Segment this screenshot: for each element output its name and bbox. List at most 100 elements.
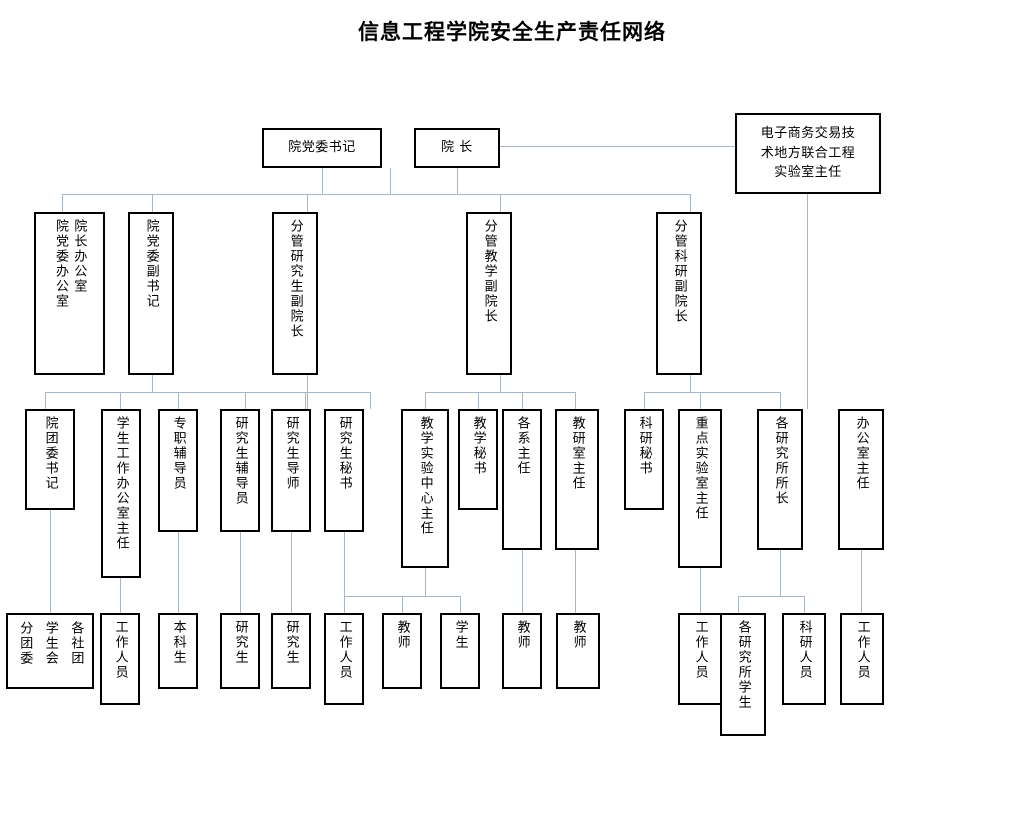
node-staff-2-label: 工作人员 xyxy=(336,620,352,680)
node-teachers-3-label: 教师 xyxy=(570,620,586,650)
node-institute-students[interactable]: 各研究所学生 xyxy=(720,613,766,736)
node-staff-3[interactable]: 工作人员 xyxy=(678,613,722,705)
node-graduate-counselor-label: 研究生辅导员 xyxy=(232,416,248,506)
connector-bus-to-institute-students xyxy=(738,596,739,613)
connector-vice-dean-teaching-stem xyxy=(500,375,501,392)
node-teaching-lab-center-director-label: 教学实验中心主任 xyxy=(417,416,433,536)
node-vice-dean-research-label: 分管科研副院长 xyxy=(671,219,687,324)
connector-grad-counselor-to-grad xyxy=(240,532,241,613)
node-full-time-counselor[interactable]: 专职辅导员 xyxy=(158,409,198,532)
node-undergraduates-label: 本科生 xyxy=(170,620,186,665)
node-institute-directors[interactable]: 各研究所所长 xyxy=(757,409,803,550)
node-graduate-supervisor[interactable]: 研究生导师 xyxy=(271,409,311,532)
connector-to-dean-office xyxy=(62,194,63,212)
node-teachers-2[interactable]: 教师 xyxy=(502,613,542,689)
connector-left-bus-end xyxy=(305,392,306,409)
node-student-orgs-label-right: 各社团 xyxy=(68,621,84,666)
node-vice-dean-graduate-label: 分管研究生副院长 xyxy=(287,219,303,339)
node-party-secretary[interactable]: 院党委书记 xyxy=(262,128,382,168)
connector-party-deputy-stem xyxy=(152,375,153,392)
connector-counselor-to-undergrad xyxy=(178,532,179,613)
connector-bus-to-student1 xyxy=(460,596,461,613)
node-dean-office[interactable]: 院长办公室 院党委办公室 xyxy=(34,212,105,375)
connector-to-teaching-office xyxy=(575,392,576,409)
node-graduate-secretary[interactable]: 研究生秘书 xyxy=(324,409,364,532)
connector-to-student-affairs xyxy=(120,392,121,409)
connector-to-research-secretary xyxy=(644,392,645,409)
connector-to-counselor xyxy=(178,392,179,409)
node-undergraduates[interactable]: 本科生 xyxy=(158,613,198,689)
node-dean-office-label-left: 院党委办公室 xyxy=(53,219,68,309)
node-research-secretary[interactable]: 科研秘书 xyxy=(624,409,664,510)
node-students-1-label: 学生 xyxy=(452,620,468,650)
node-teaching-secretary[interactable]: 教学秘书 xyxy=(458,409,498,510)
node-research-staff-label: 科研人员 xyxy=(796,620,812,680)
node-vice-dean-research[interactable]: 分管科研副院长 xyxy=(656,212,702,375)
node-student-orgs-label-mid: 学生会 xyxy=(42,621,58,666)
node-institute-directors-label: 各研究所所长 xyxy=(772,416,788,506)
connector-lab-center-stem xyxy=(425,568,426,596)
node-party-deputy-secretary[interactable]: 院党委副书记 xyxy=(128,212,174,375)
connector-to-dept-heads xyxy=(522,392,523,409)
connector-bus-to-teacher1 xyxy=(402,596,403,613)
connector-to-teaching-secretary xyxy=(478,392,479,409)
node-staff-1-label: 工作人员 xyxy=(112,620,128,680)
node-graduate-counselor[interactable]: 研究生辅导员 xyxy=(220,409,260,532)
connector-grad-secretary-to-staff xyxy=(344,532,345,613)
node-research-staff[interactable]: 科研人员 xyxy=(782,613,826,705)
connector-to-vice-dean-graduate xyxy=(307,194,308,212)
node-student-affairs-office-director[interactable]: 学生工作办公室主任 xyxy=(101,409,141,578)
connector-to-party-deputy xyxy=(152,194,153,212)
node-vice-dean-graduate[interactable]: 分管研究生副院长 xyxy=(272,212,318,375)
node-youth-league-secretary[interactable]: 院团委书记 xyxy=(25,409,75,510)
node-staff-1[interactable]: 工作人员 xyxy=(100,613,140,705)
node-teachers-3[interactable]: 教师 xyxy=(556,613,600,689)
node-staff-3-label: 工作人员 xyxy=(692,620,708,680)
connector-left-bus xyxy=(45,392,305,393)
node-graduate-secretary-label: 研究生秘书 xyxy=(336,416,352,491)
connector-to-vice-dean-teaching xyxy=(500,194,501,212)
node-vice-dean-teaching-label: 分管教学副院长 xyxy=(481,219,497,324)
connector-office-director-to-staff xyxy=(861,550,862,613)
node-office-director-label: 办公室主任 xyxy=(853,416,869,491)
node-institute-students-label: 各研究所学生 xyxy=(735,620,751,710)
connector-main-bus xyxy=(62,194,690,195)
node-student-orgs[interactable]: 各社团 学生会 分团委 xyxy=(6,613,94,689)
node-graduates-2[interactable]: 研究生 xyxy=(271,613,311,689)
connector-student-affairs-to-staff xyxy=(120,578,121,613)
node-staff-4[interactable]: 工作人员 xyxy=(840,613,884,705)
node-youth-league-secretary-label: 院团委书记 xyxy=(42,416,58,491)
connector-dean-to-lab xyxy=(500,146,735,147)
connector-party-secretary-drop xyxy=(322,168,323,195)
connector-to-grad-secretary xyxy=(370,392,371,409)
connector-dean-drop xyxy=(457,168,458,195)
node-vice-dean-teaching[interactable]: 分管教学副院长 xyxy=(466,212,512,375)
node-teaching-office-director-label: 教研室主任 xyxy=(569,416,585,491)
connector-to-grad-supervisor xyxy=(307,392,308,409)
node-key-lab-director[interactable]: 重点实验室主任 xyxy=(678,409,722,568)
node-staff-2[interactable]: 工作人员 xyxy=(324,613,364,705)
connector-bus-to-staff2 xyxy=(344,596,345,613)
connector-to-grad-counselor xyxy=(245,392,246,409)
node-teachers-1[interactable]: 教师 xyxy=(382,613,422,689)
node-teachers-2-label: 教师 xyxy=(514,620,530,650)
node-teaching-office-director[interactable]: 教研室主任 xyxy=(555,409,599,550)
node-department-heads[interactable]: 各系主任 xyxy=(502,409,542,550)
node-students-1[interactable]: 学生 xyxy=(440,613,480,689)
node-party-deputy-secretary-label: 院党委副书记 xyxy=(143,219,159,309)
connector-institute-stem xyxy=(780,550,781,596)
node-student-affairs-office-director-label: 学生工作办公室主任 xyxy=(113,416,129,551)
node-teachers-1-label: 教师 xyxy=(394,620,410,650)
connector-teaching-bus xyxy=(425,392,575,393)
node-graduates-1[interactable]: 研究生 xyxy=(220,613,260,689)
node-ecommerce-lab-director[interactable]: 电子商务交易技 术地方联合工程 实验室主任 xyxy=(735,113,881,194)
node-dean[interactable]: 院 长 xyxy=(414,128,500,168)
connector-main-bus-stem xyxy=(390,168,391,195)
node-graduate-supervisor-label: 研究生导师 xyxy=(283,416,299,491)
page-title: 信息工程学院安全生产责任网络 xyxy=(358,20,666,44)
connector-grad-supervisor-to-grad xyxy=(291,532,292,613)
node-party-secretary-label: 院党委书记 xyxy=(288,140,356,156)
node-teaching-lab-center-director[interactable]: 教学实验中心主任 xyxy=(401,409,449,568)
node-office-director[interactable]: 办公室主任 xyxy=(838,409,884,550)
node-ecommerce-lab-director-label: 电子商务交易技 术地方联合工程 实验室主任 xyxy=(760,126,856,181)
